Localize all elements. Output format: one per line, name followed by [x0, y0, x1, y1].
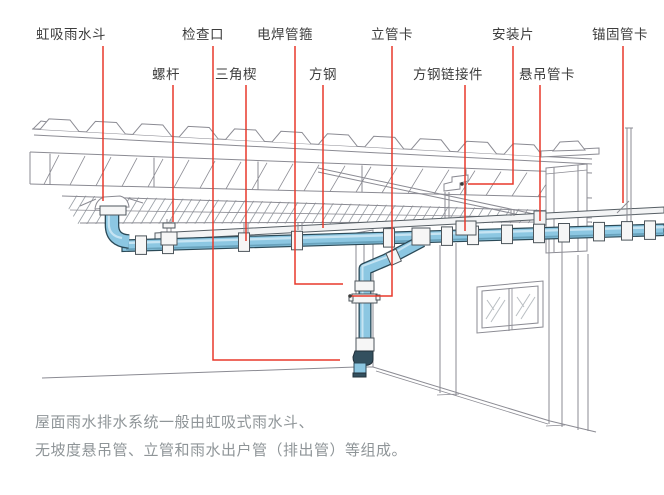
- leader-riser-clamp: [351, 46, 393, 297]
- pipe-clamp: [291, 230, 303, 251]
- label-siphon-rain-hopper: 虹吸雨水斗: [36, 27, 106, 42]
- wall-column-c: [577, 254, 589, 431]
- pipe-clamp: [621, 221, 633, 241]
- steel-joist-band-lower: [60, 195, 593, 224]
- label-mounting-plate: 安装片: [492, 27, 534, 42]
- pipe-clamp: [501, 224, 513, 245]
- edge-beam: [317, 167, 549, 222]
- wall-column-b: [545, 229, 566, 427]
- floor-line-right: [372, 366, 551, 422]
- label-anchor-pipe-clamp: 锚固管卡: [592, 27, 648, 42]
- label-welded-pipe-clamp: 电焊管箍: [257, 27, 313, 42]
- wall-column-a: [436, 243, 460, 396]
- floor-line-back: [41, 366, 357, 379]
- steel-truss-band-upper: [29, 151, 593, 199]
- pipe-clamp: [135, 235, 147, 255]
- pipe-clamp: [238, 232, 250, 252]
- leader-mounting-plate: [468, 46, 514, 185]
- label-riser-clamp: 立管卡: [371, 27, 413, 42]
- welded-clamp-part: [354, 280, 375, 292]
- mounting-plate-part: [443, 174, 469, 192]
- anchor-rod: [616, 127, 633, 226]
- rod: [297, 222, 303, 230]
- caption-line-1: 屋面雨水排水系统一般由虹吸式雨水斗、: [35, 414, 315, 431]
- label-screw-rod: 螺杆: [152, 67, 180, 82]
- label-inspection-port: 检查口: [182, 27, 224, 42]
- leader-lines: [102, 46, 624, 361]
- label-square-steel: 方钢: [309, 67, 337, 82]
- corrugated-roof-deck: [31, 118, 600, 165]
- tee-fitting: [411, 227, 431, 246]
- caption-line-2: 无坡度悬吊管、立管和雨水出户管（排出管）等组成。: [35, 442, 408, 459]
- rail-connector-fitting: [455, 220, 477, 236]
- pipe-clamp: [593, 221, 605, 242]
- rod: [243, 222, 249, 233]
- rod: [510, 209, 515, 216]
- label-square-steel-connector: 方钢链接件: [413, 67, 483, 82]
- leader-inspection-port: [212, 46, 340, 361]
- riser-pipe: [348, 227, 431, 378]
- pipe-clamp: [558, 223, 570, 243]
- window: [476, 280, 544, 334]
- pipe-clamp: [441, 226, 453, 246]
- rain-hopper: [79, 195, 144, 249]
- label-suspended-pipe-clamp: 悬吊管卡: [519, 67, 575, 82]
- pipe-clamp: [533, 223, 545, 244]
- interior-walls: [41, 229, 597, 433]
- pipe-clamp: [644, 220, 656, 240]
- pipe-clamp: [383, 228, 395, 248]
- label-triangle-wedge: 三角楔: [215, 67, 257, 82]
- hopper-clamp-band: [99, 205, 127, 216]
- screw-rod-fitting: [160, 219, 178, 246]
- leader-welded-pipe-clamp: [294, 46, 343, 285]
